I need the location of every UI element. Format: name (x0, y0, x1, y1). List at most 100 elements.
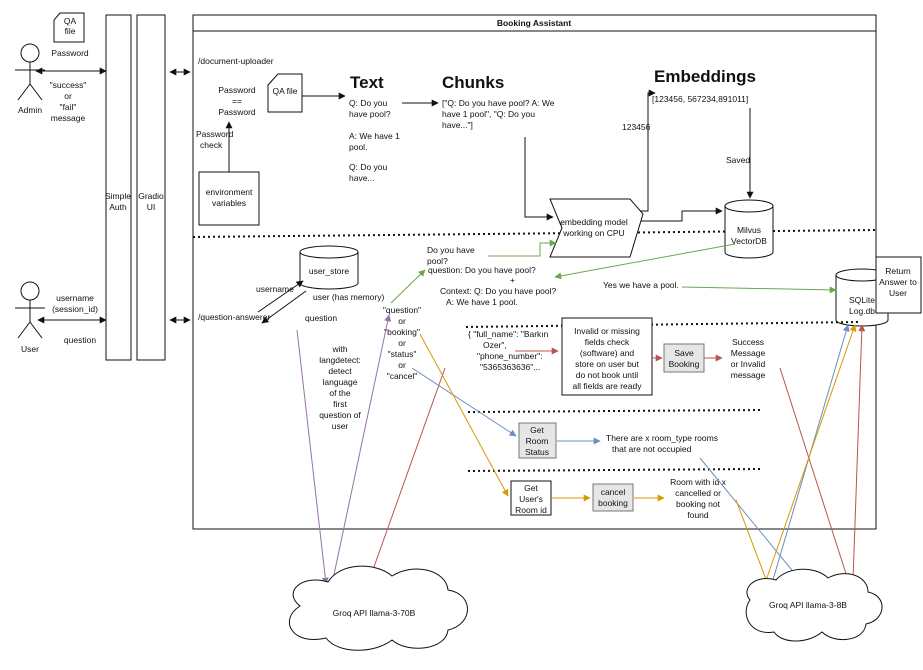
cancel-msg-line-3: booking not (676, 499, 721, 509)
save-booking-box: Save Booking (663, 343, 705, 373)
password-compare-line-1: Password (218, 85, 256, 95)
embedding-model-line-1: embedding model (560, 217, 628, 227)
text-body-line-2: have pool? (349, 109, 391, 119)
room-status-line-2: Room (526, 436, 549, 446)
user-question-label: question (64, 335, 96, 345)
langdetect-line-4: language (323, 377, 358, 387)
cancel-message: Room with id x cancelled or booking not … (670, 477, 726, 520)
vectordb-line-2: VectorDB (731, 236, 767, 246)
cancel-line-1: cancel (601, 487, 626, 497)
langdetect-line-2: langdetect: (319, 355, 361, 365)
langdetect-note: with langdetect: detect language of the … (319, 344, 361, 431)
model-to-embeddings-arrow (640, 89, 656, 212)
groq-8b-cloud: Groq API llama-3-8B (745, 568, 883, 642)
room-status-line-1: Get (530, 425, 544, 435)
embedding-value: 123456 (622, 122, 651, 132)
username-to-store-arrow (257, 280, 304, 313)
cancel-line-2: booking (598, 498, 628, 508)
green-arrow-context (554, 243, 736, 280)
return-answer-line-3: User (889, 288, 907, 298)
model-to-db-arrow (640, 207, 723, 222)
section-divider (192, 229, 877, 238)
room-id-line-2: User's (519, 494, 543, 504)
success-message: Success Message or Invalid message (731, 337, 766, 380)
intent-line-4: or (398, 338, 406, 348)
langdetect-line-8: user (332, 421, 349, 431)
success-line-4: message (731, 370, 766, 380)
env-vars-line-1: environment (206, 187, 253, 197)
admin-password-label: Password (51, 48, 89, 58)
text-body-line-4: A: We have 1 (349, 131, 400, 141)
question-label: question (305, 313, 337, 323)
user-username-line-1: username (56, 293, 94, 303)
text-body-line-8: have... (349, 173, 375, 183)
intent-line-7: "cancel" (387, 371, 418, 381)
blue-arrow-status-llm (699, 457, 801, 581)
user-memory-label: user (has memory) (313, 292, 384, 302)
saved-label: Saved (726, 155, 750, 165)
text-header: Text (350, 73, 384, 92)
validation-line-4: store on user but (575, 359, 639, 369)
admin-qa-file-line-2: file (65, 26, 76, 36)
env-vars-line-2: variables (212, 198, 246, 208)
chunks-to-model-arrow (524, 137, 554, 221)
env-vars-box: environment variables (198, 171, 260, 226)
admin-result-line-2: or (64, 91, 72, 101)
question-prompt: question: Do you have pool? (428, 265, 536, 275)
admin-result-line-3: "fail" (60, 102, 77, 112)
text-body: Q: Do you have pool? A: We have 1 pool. … (349, 98, 400, 183)
intent-options: "question" or "booking" or "status" or "… (383, 305, 421, 381)
purple-flow (296, 314, 392, 585)
password-check-line-2: check (200, 140, 223, 150)
intent-line-3: "booking" (384, 327, 420, 337)
password-check-line-1: Password (196, 129, 234, 139)
langdetect-line-1: with (331, 344, 347, 354)
booking-divider (465, 321, 861, 328)
get-room-id-box: Get User's Room id (510, 480, 552, 516)
red-flow (368, 324, 866, 581)
green-arrow-question (390, 269, 426, 304)
intent-line-5: "status" (388, 349, 417, 359)
simple-auth-line-1: Simple (105, 191, 131, 201)
intent-line-2: or (398, 316, 406, 326)
room-status-msg-line-1: There are x room_type rooms (606, 433, 718, 443)
do-you-have-pool-line-1: Do you have (427, 245, 475, 255)
admin-result-line-4: message (51, 113, 86, 123)
booking-json-line-4: "5365363636"... (480, 362, 540, 372)
green-arrow-answer (681, 286, 837, 294)
store-to-user-arrow (261, 290, 307, 324)
plus-sign: + (510, 275, 515, 285)
langdetect-line-7: question of (319, 410, 361, 420)
blue-arrow-status (411, 367, 517, 437)
status-divider (467, 409, 761, 413)
validation-line-2: fields check (585, 337, 630, 347)
validation-line-5: do not book until (576, 370, 638, 380)
text-body-line-5: pool. (349, 142, 367, 152)
langdetect-line-5: of the (329, 388, 351, 398)
success-line-3: or Invalid (731, 359, 766, 369)
chunks-header: Chunks (442, 73, 504, 92)
success-line-2: Message (731, 348, 766, 358)
intent-line-6: or (398, 360, 406, 370)
cancel-msg-line-2: cancelled or (675, 488, 721, 498)
red-arrow-llm-sqlite (852, 324, 866, 581)
success-line-1: Success (732, 337, 764, 347)
save-booking-line-2: Booking (669, 359, 700, 369)
text-body-line-7: Q: Do you (349, 162, 388, 172)
booking-json-line-1: { "full_name": "Barkın (468, 329, 549, 339)
context-prompt-line-1: Context: Q: Do you have pool? (440, 286, 557, 296)
simple-auth-box: Simple Auth (105, 14, 132, 361)
uploader-qa-file: QA file (267, 73, 303, 113)
gradio-line-2: UI (147, 202, 156, 212)
admin-qa-file: QA file (53, 12, 85, 43)
groq-70b-label: Groq API llama-3-70B (333, 608, 416, 618)
green-flow (390, 239, 837, 304)
user-username-line-2: (session_id) (52, 304, 98, 314)
gradio-line-1: Gradio (138, 191, 164, 201)
context-prompt-line-2: A: We have 1 pool. (446, 297, 518, 307)
validation-line-3: (software) and (580, 348, 635, 358)
chunks-body-line-3: have..."] (442, 120, 473, 130)
validation-line-1: Invalid or missing (574, 326, 640, 336)
intent-line-1: "question" (383, 305, 421, 315)
